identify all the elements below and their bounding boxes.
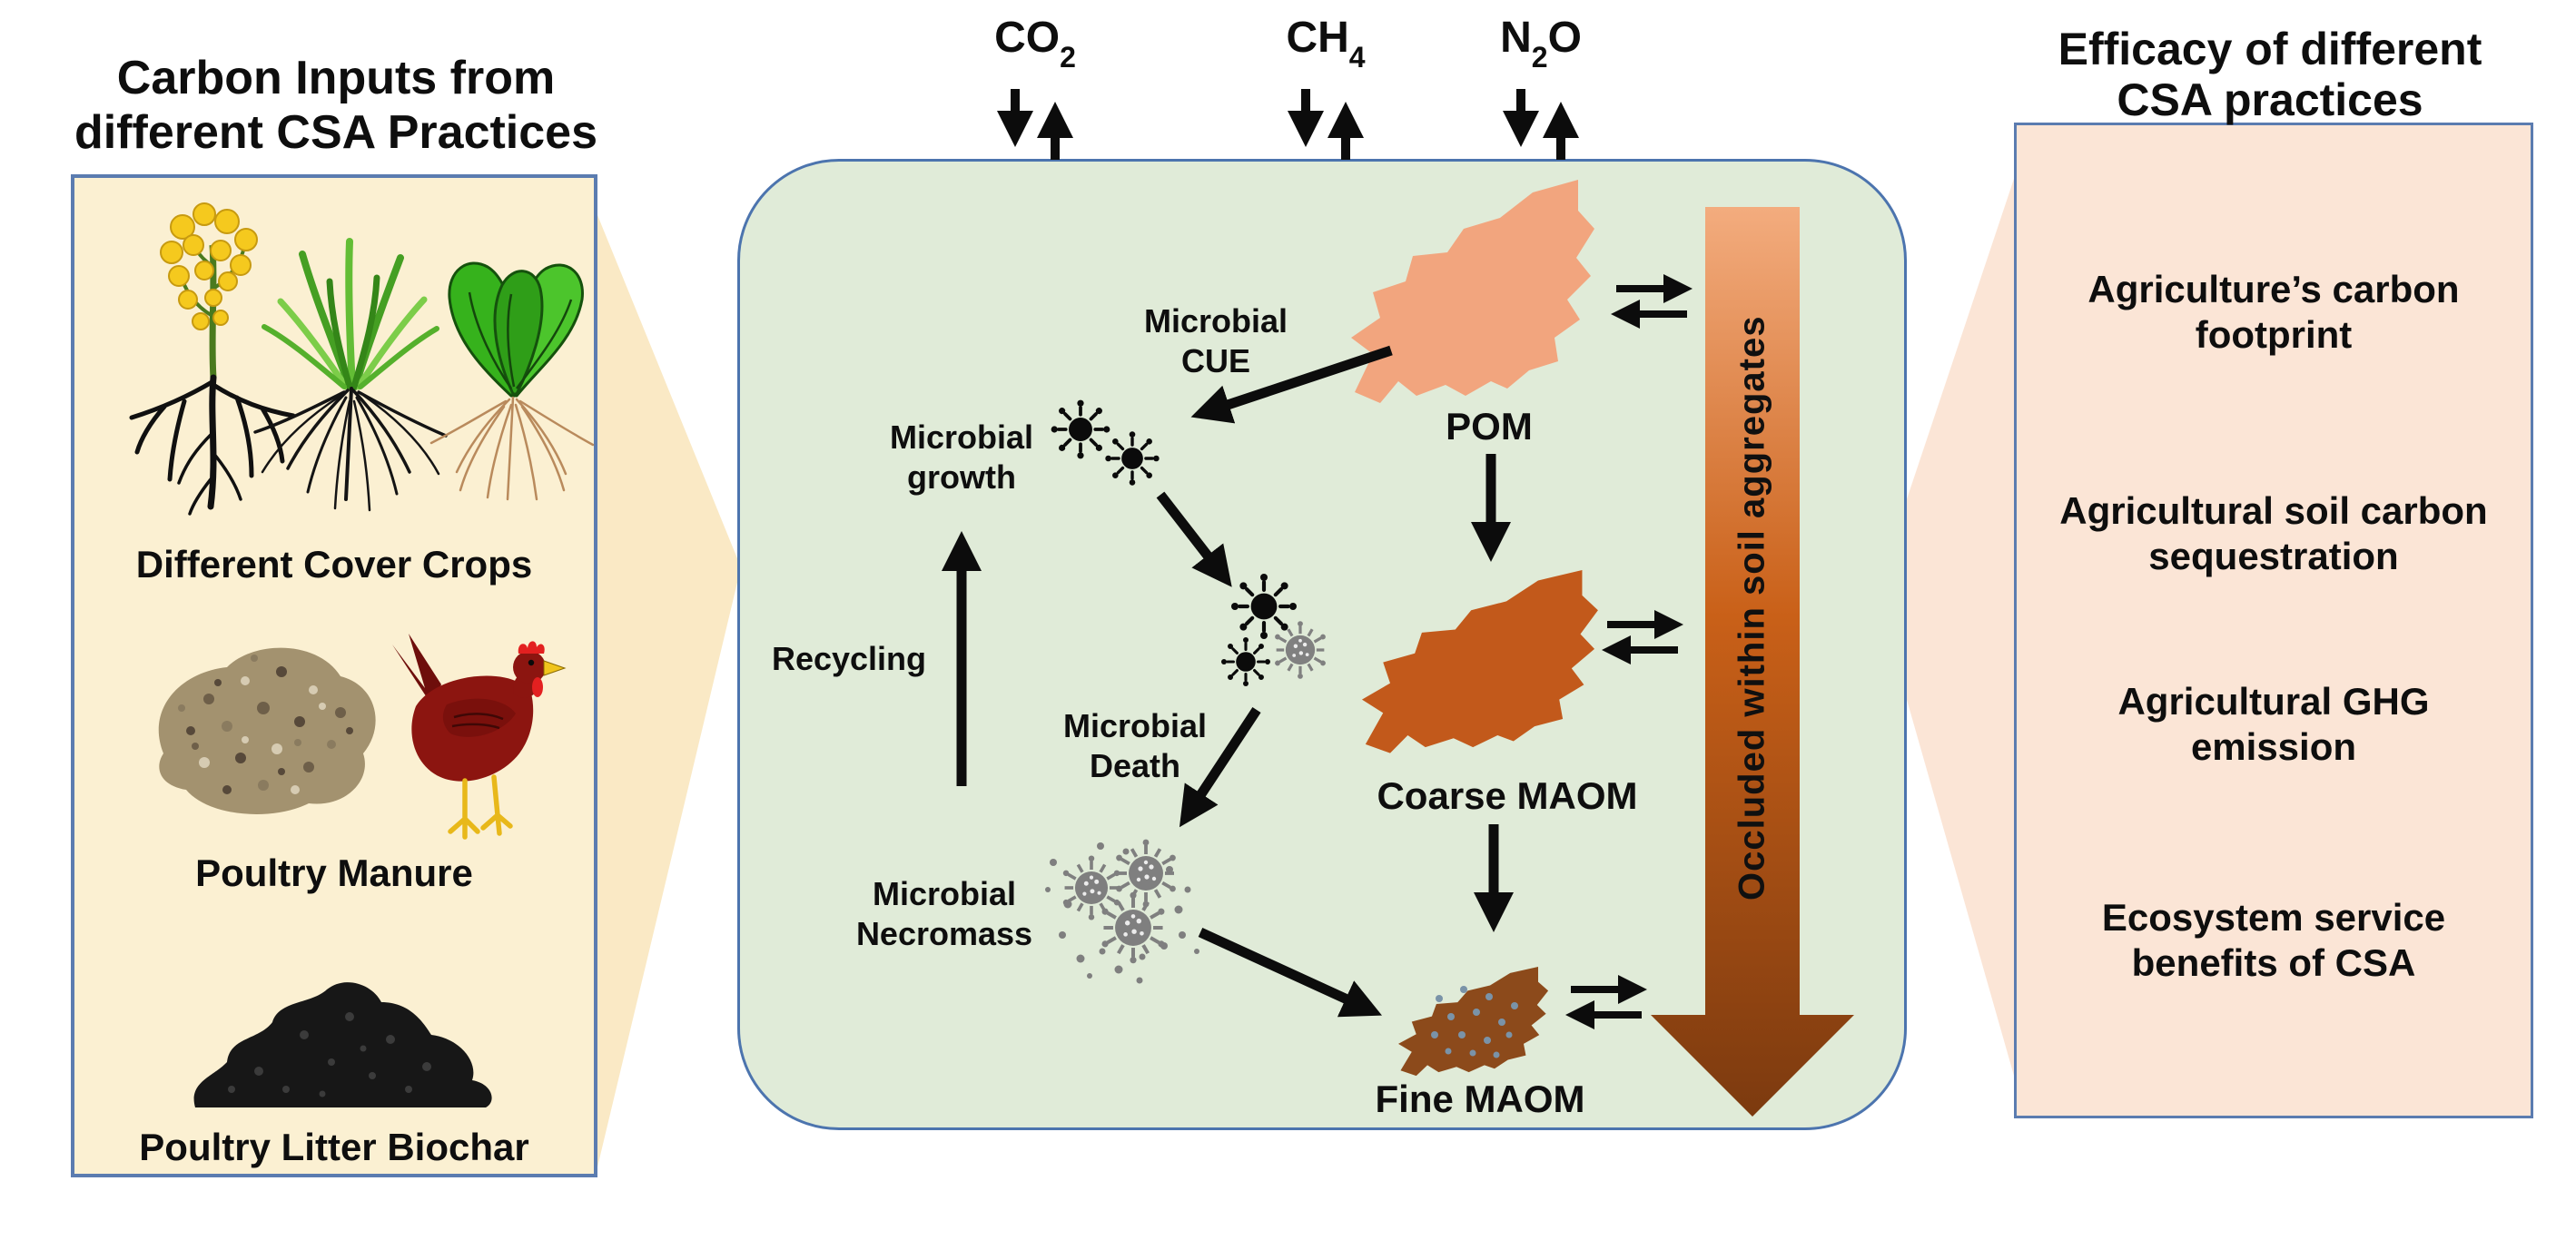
efficacy-item-ghg-emission: Agricultural GHG emission — [2028, 679, 2520, 770]
death-arrow — [1179, 706, 1261, 828]
label-cover-crops: Different Cover Crops — [135, 543, 533, 586]
label-coarse-maom: Coarse MAOM — [1377, 774, 1638, 817]
manure-pile-icon — [158, 647, 376, 814]
n2o-subscript: 2 — [1531, 40, 1548, 74]
cue-line2: CUE — [1180, 342, 1250, 379]
item1-line2: footprint — [2195, 313, 2353, 356]
canola-plant-icon — [129, 202, 296, 516]
gas-label-co2: CO2 — [926, 13, 1144, 74]
growth-line1: Microbial — [889, 418, 1034, 456]
equilibrium-arrows — [1565, 274, 1693, 1029]
item3-line2: emission — [2190, 725, 2357, 768]
fine-maom-speckles — [1431, 986, 1518, 1058]
growth-to-death-arrow — [1156, 491, 1232, 587]
right-title-line1: Efficacy of different — [2058, 24, 2482, 74]
label-microbial-growth: Microbial growth — [825, 418, 1098, 497]
cue-arrow — [1190, 345, 1393, 424]
item2-line2: sequestration — [2148, 535, 2399, 577]
label-occluded-within-soil-aggregates: Occluded within soil aggregates — [1732, 315, 1772, 901]
necromass-line2: Necromass — [855, 915, 1033, 952]
label-poultry-litter-biochar: Poultry Litter Biochar — [139, 1126, 529, 1168]
label-fine-maom: Fine MAOM — [1375, 1078, 1585, 1120]
cue-line1: Microbial — [1143, 302, 1288, 340]
item2-line1: Agricultural soil carbon — [2059, 489, 2488, 532]
leafy-plant-icon — [429, 261, 595, 501]
label-recycling: Recycling — [771, 640, 927, 677]
soil-process-arrows — [942, 345, 1514, 1018]
efficacy-item-carbon-footprint: Agriculture’s carbon footprint — [2028, 267, 2520, 358]
ch4-subscript: 4 — [1348, 40, 1366, 74]
gas-exchange-arrows — [997, 89, 1579, 160]
gas-label-ch4: CH4 — [1217, 13, 1435, 74]
right-panel-title: Efficacy of different CSA practices — [2007, 24, 2533, 125]
efficacy-panel — [2014, 123, 2533, 1118]
death-line1: Microbial — [1062, 707, 1208, 744]
fine-maom-blob — [1398, 967, 1549, 1077]
biochar-pile-icon — [193, 982, 492, 1107]
left-title-line1: Carbon Inputs from — [116, 52, 556, 104]
item1-line1: Agriculture’s carbon — [2087, 268, 2460, 310]
necromass-icons — [1045, 839, 1199, 984]
grass-plant-icon — [253, 238, 448, 512]
label-poultry-manure: Poultry Manure — [195, 851, 473, 894]
gas-label-n2o: N2O — [1432, 13, 1650, 74]
efficacy-item-ecosystem-service: Ecosystem service benefits of CSA — [2028, 895, 2520, 986]
hen-icon — [392, 634, 567, 840]
co2-subscript: 2 — [1060, 40, 1076, 74]
n2o-main: N — [1500, 14, 1532, 62]
left-title-line2: different CSA Practices — [74, 106, 598, 159]
co2-main: CO — [994, 14, 1061, 62]
growth-line2: growth — [907, 458, 1016, 496]
necromass-to-fine-arrow — [1198, 927, 1383, 1018]
n2o-post: O — [1547, 14, 1582, 62]
right-title-line2: CSA practices — [2117, 74, 2423, 125]
cover-crops-illustration — [129, 202, 595, 516]
occluded-gradient-arrow — [1651, 207, 1854, 1117]
pom-blob — [1351, 180, 1594, 403]
label-microbial-necromass: Microbial Necromass — [808, 874, 1081, 954]
ch4-main: CH — [1286, 14, 1349, 62]
item4-line2: benefits of CSA — [2131, 941, 2416, 984]
label-microbial-cue: Microbial CUE — [1080, 301, 1352, 381]
label-microbial-death: Microbial Death — [999, 706, 1271, 786]
necromass-line1: Microbial — [872, 875, 1017, 912]
item3-line1: Agricultural GHG — [2117, 680, 2430, 723]
death-line2: Death — [1089, 747, 1181, 784]
left-panel-title: Carbon Inputs from different CSA Practic… — [36, 51, 636, 160]
label-pom: POM — [1446, 405, 1533, 448]
efficacy-item-soil-carbon-sequestration: Agricultural soil carbon sequestration — [2028, 488, 2520, 579]
coarse-maom-blob — [1361, 569, 1598, 753]
item4-line1: Ecosystem service — [2101, 896, 2446, 939]
